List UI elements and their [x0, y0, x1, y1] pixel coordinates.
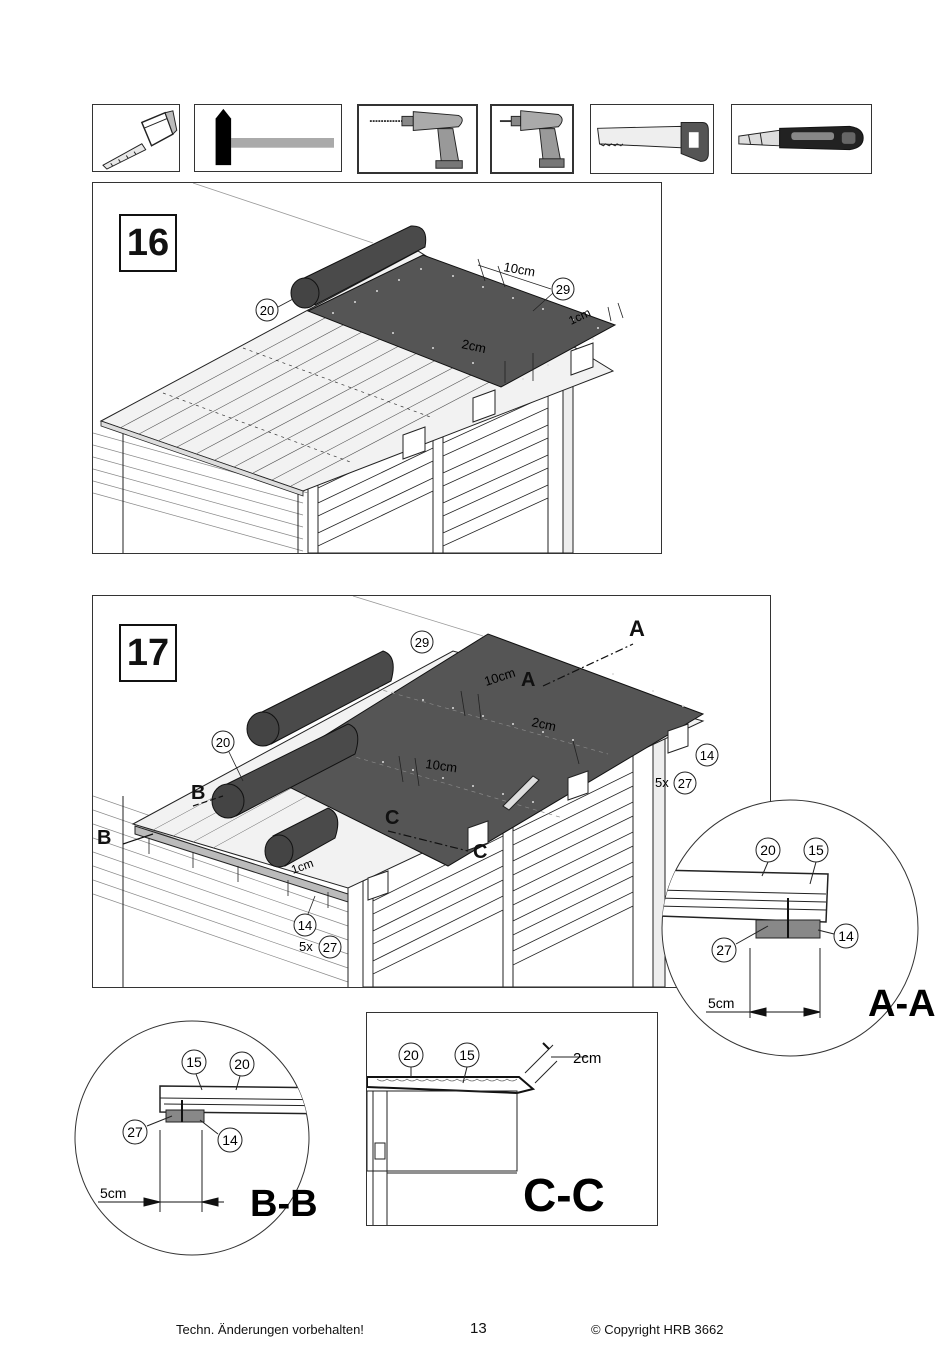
label-aa-14: 14 — [833, 923, 859, 949]
svg-text:29: 29 — [415, 635, 429, 650]
utility-knife-icon — [731, 104, 872, 174]
hand-saw-icon — [590, 104, 714, 174]
svg-text:29: 29 — [556, 282, 570, 297]
detail-b-b: 5cm 15 20 27 14 B-B — [64, 1018, 344, 1258]
label-29-step16: 29 — [551, 277, 575, 301]
felt-roll-17-bottom — [264, 807, 339, 868]
felt-roll-17-top — [246, 650, 394, 747]
measuring-tape-icon — [92, 104, 180, 172]
felt-roll-17-mid — [211, 723, 359, 819]
svg-text:14: 14 — [700, 748, 714, 763]
cordless-screwdriver-icon — [490, 104, 574, 174]
dim-aa: 5cm — [708, 995, 734, 1011]
step-17-number: 17 — [119, 624, 177, 682]
svg-text:27: 27 — [127, 1124, 143, 1140]
svg-text:20: 20 — [234, 1056, 250, 1072]
label-5x27-step17-right: 5x 27 — [655, 771, 697, 795]
svg-text:27: 27 — [716, 942, 732, 958]
svg-text:27: 27 — [678, 776, 692, 791]
dim-bb: 5cm — [100, 1185, 126, 1201]
step-16-panel: 29 20 10cm 1cm 2cm 16 — [92, 182, 662, 554]
section-a-mid: A — [521, 669, 535, 691]
footer-disclaimer: Techn. Änderungen vorbehalten! — [176, 1322, 364, 1337]
label-bb-14: 14 — [217, 1127, 243, 1153]
section-c-top: C — [385, 807, 399, 829]
svg-text:20: 20 — [403, 1047, 419, 1063]
footer-copyright: © Copyright HRB 3662 — [591, 1322, 724, 1337]
section-a-top: A — [629, 616, 645, 641]
svg-text:14: 14 — [838, 928, 854, 944]
svg-text:15: 15 — [186, 1054, 202, 1070]
label-bb-27: 27 — [122, 1119, 148, 1145]
felt-roll-16 — [290, 225, 427, 309]
label-bb-20: 20 — [229, 1051, 255, 1077]
section-b-left: B — [97, 827, 111, 849]
dim-overlap-16: 10cm — [502, 259, 536, 279]
svg-text:5x: 5x — [299, 939, 313, 954]
dim-margin-16: 2cm — [460, 336, 487, 356]
svg-text:20: 20 — [216, 735, 230, 750]
svg-text:15: 15 — [808, 842, 824, 858]
step-16-number: 16 — [119, 214, 177, 272]
svg-text:14: 14 — [298, 918, 312, 933]
svg-text:15: 15 — [459, 1047, 475, 1063]
dim-cc: 2cm — [573, 1050, 601, 1067]
label-14-step17-left: 14 — [293, 913, 317, 937]
label-cc-15: 15 — [454, 1042, 480, 1068]
hammer-icon — [194, 104, 342, 172]
title-c-c: C-C — [523, 1169, 605, 1221]
svg-text:20: 20 — [760, 842, 776, 858]
svg-text:5x: 5x — [655, 775, 669, 790]
label-cc-20: 20 — [398, 1042, 424, 1068]
drill-with-bit-icon — [357, 104, 478, 174]
dim-margin-17: 2cm — [530, 714, 557, 734]
detail-c-c: 20 15 2cm C-C — [366, 1012, 658, 1226]
label-20-step17: 20 — [211, 730, 235, 754]
label-20-step16: 20 — [255, 298, 279, 322]
label-aa-15: 15 — [803, 837, 829, 863]
label-bb-15: 15 — [181, 1049, 207, 1075]
label-aa-20: 20 — [755, 837, 781, 863]
label-aa-27: 27 — [711, 937, 737, 963]
section-c-right: C — [473, 841, 487, 863]
label-14-step17-right: 14 — [695, 743, 719, 767]
step-17-panel: A A B B C C 10cm 2cm 10cm 1cm 29 20 14 — [92, 595, 771, 988]
detail-a-a: 5cm 20 15 27 14 A-A — [658, 798, 948, 1060]
section-b-top: B — [191, 782, 205, 804]
label-5x27-step17-left: 5x 27 — [299, 935, 342, 959]
svg-text:20: 20 — [260, 303, 274, 318]
label-29-step17: 29 — [410, 630, 434, 654]
svg-text:27: 27 — [323, 940, 337, 955]
page-number: 13 — [470, 1320, 487, 1337]
title-a-a: A-A — [868, 983, 936, 1025]
dim-overlap-mid-17: 10cm — [425, 756, 459, 775]
title-b-b: B-B — [250, 1183, 318, 1225]
svg-text:14: 14 — [222, 1132, 238, 1148]
